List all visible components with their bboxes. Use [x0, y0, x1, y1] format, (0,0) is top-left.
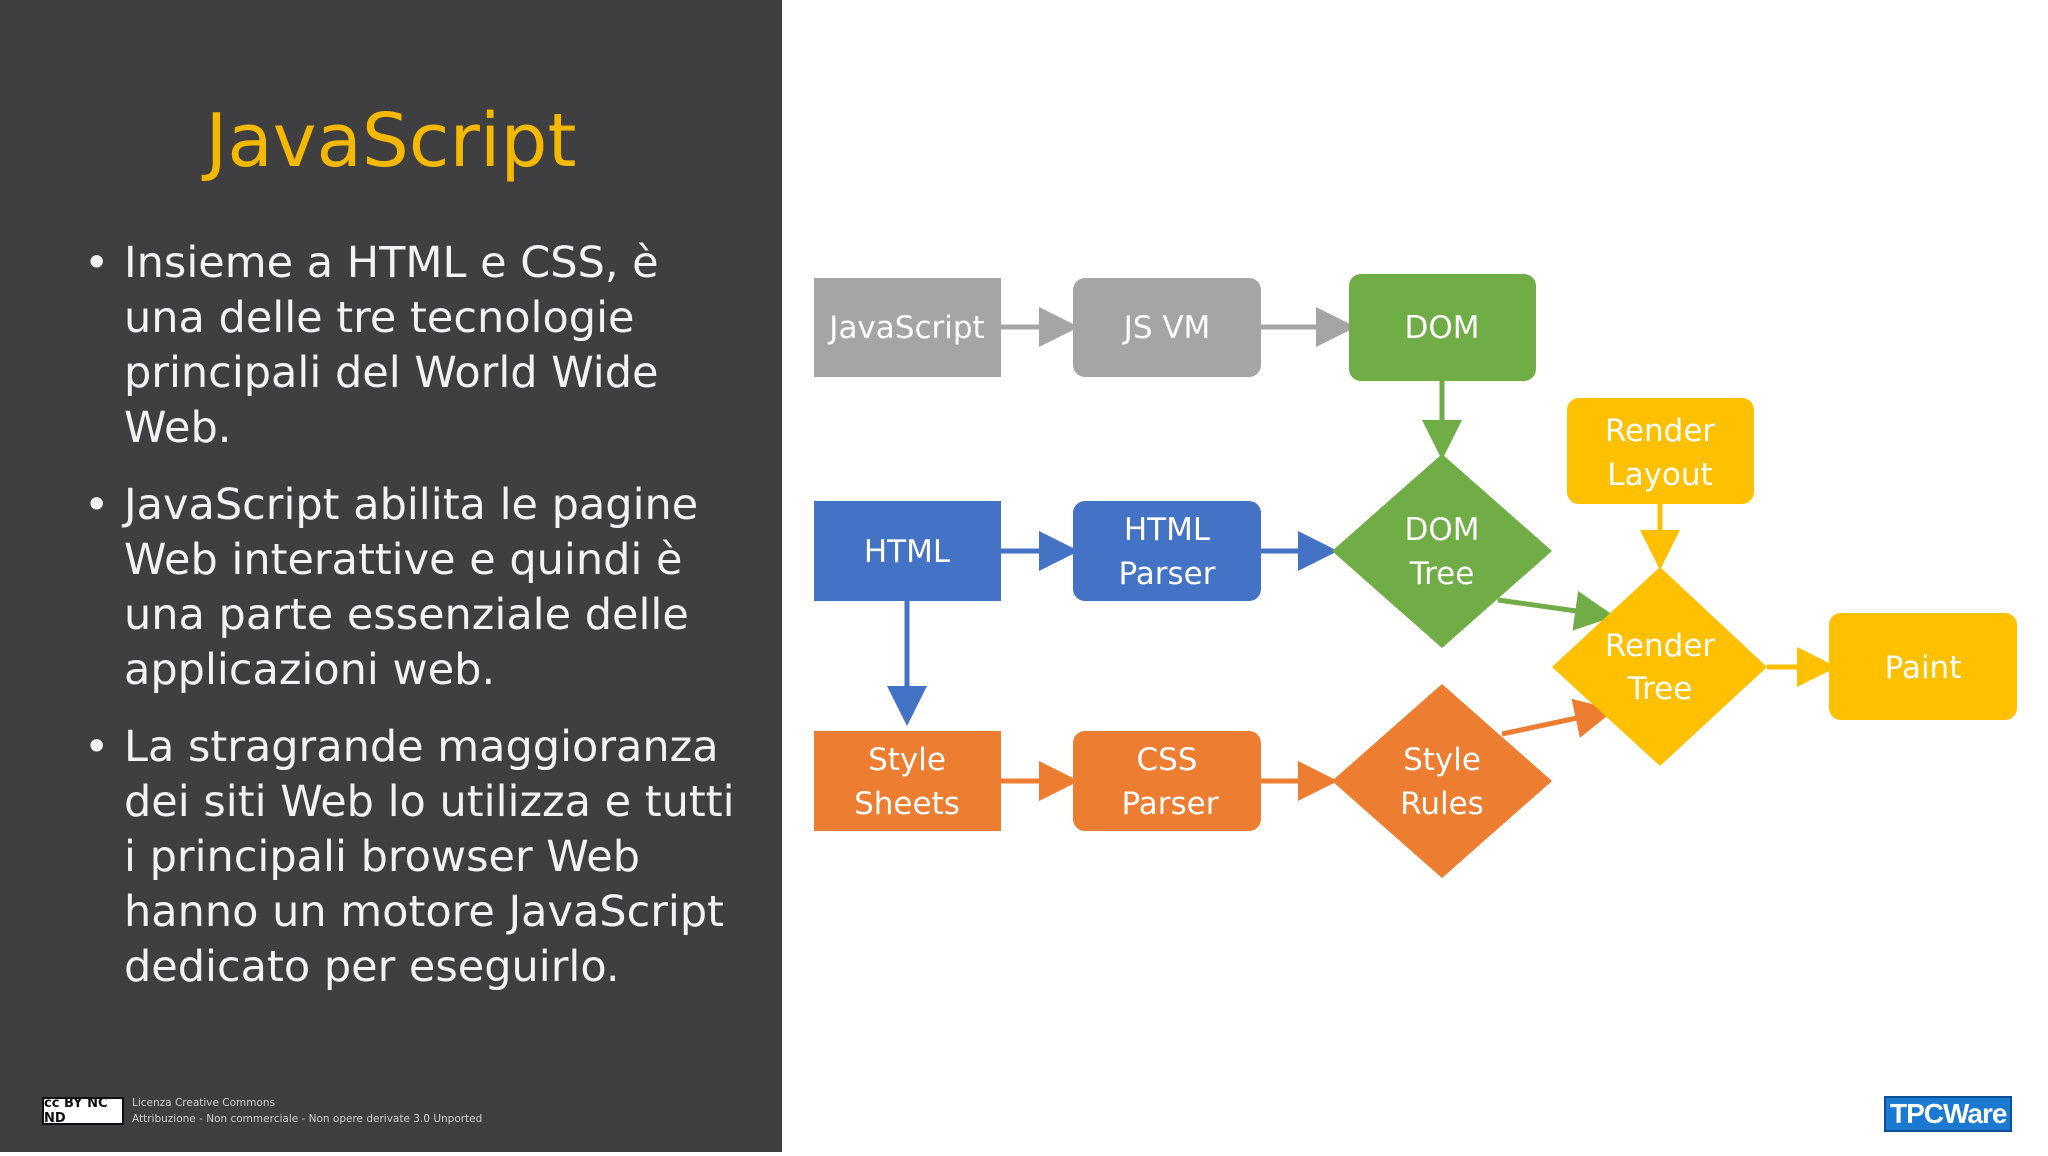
node-style-sheets: Style Sheets	[814, 731, 1001, 831]
node-dom: DOM	[1349, 274, 1536, 381]
node-label: Style	[868, 742, 946, 778]
node-label: HTML	[1124, 512, 1211, 548]
node-label: Render	[1605, 628, 1716, 664]
node-dom-tree: DOM Tree	[1332, 454, 1552, 648]
slide-title: JavaScript	[205, 98, 577, 184]
node-label: Parser	[1121, 786, 1218, 822]
node-paint: Paint	[1829, 613, 2017, 720]
bullet-dot: •	[84, 722, 110, 772]
node-css-parser: CSS Parser	[1073, 731, 1261, 831]
bullet-item: • La stragrande maggioranza dei siti Web …	[84, 720, 744, 995]
diagram-panel: JavaScript JS VM DOM HTML HTML Parser DO…	[782, 0, 2048, 1152]
bullet-item: • JavaScript abilita le pagine Web intera…	[84, 478, 744, 698]
node-label: CSS	[1136, 742, 1197, 778]
node-html: HTML	[814, 501, 1001, 601]
creative-commons-icon[interactable]: cc BY NC ND	[42, 1096, 124, 1126]
arrow-dom-tree-to-render-tree	[1497, 591, 1615, 631]
node-label: Parser	[1118, 556, 1215, 592]
node-label: DOM	[1404, 310, 1479, 346]
bullet-dot: •	[84, 238, 110, 288]
node-style-rules: Style Rules	[1332, 684, 1552, 878]
bullet-dot: •	[84, 480, 110, 530]
bullet-list: • Insieme a HTML e CSS, è una delle tre t…	[84, 236, 744, 1017]
license-description: Attribuzione - Non commerciale - Non ope…	[132, 1113, 483, 1125]
node-label: HTML	[864, 534, 951, 570]
license-title: Licenza Creative Commons	[132, 1097, 276, 1109]
bullet-item: • Insieme a HTML e CSS, è una delle tre t…	[84, 236, 744, 456]
node-render-layout: Render Layout	[1567, 398, 1754, 504]
node-label: JavaScript	[827, 310, 984, 346]
license-footer: cc BY NC ND Licenza Creative Commons Att…	[42, 1095, 642, 1129]
node-label: Rules	[1400, 786, 1484, 822]
node-label: Tree	[1409, 556, 1475, 592]
node-label: Sheets	[854, 786, 960, 822]
node-html-parser: HTML Parser	[1073, 501, 1261, 601]
bullet-text: Insieme a HTML e CSS, è una delle tre te…	[124, 238, 659, 453]
node-label: Style	[1403, 742, 1481, 778]
node-label: DOM	[1404, 512, 1479, 548]
bullet-text: JavaScript abilita le pagine Web interat…	[124, 480, 699, 695]
node-label: Render	[1605, 413, 1716, 449]
bullet-text: La stragrande maggioranza dei siti Web l…	[124, 722, 735, 992]
node-javascript: JavaScript	[814, 278, 1001, 377]
node-label: Layout	[1607, 457, 1712, 493]
node-label: Tree	[1627, 671, 1693, 707]
node-label: JS VM	[1122, 310, 1211, 346]
arrow-style-rules-to-render-tree	[1501, 698, 1615, 738]
node-label: Paint	[1885, 650, 1962, 686]
tpcware-logo: TPCWare	[1884, 1096, 2013, 1132]
node-render-tree: Render Tree	[1552, 567, 1767, 766]
node-js-vm: JS VM	[1073, 278, 1261, 377]
left-panel: JavaScript • Insieme a HTML e CSS, è una …	[0, 0, 782, 1152]
rendering-pipeline-diagram: JavaScript JS VM DOM HTML HTML Parser DO…	[814, 274, 2017, 878]
